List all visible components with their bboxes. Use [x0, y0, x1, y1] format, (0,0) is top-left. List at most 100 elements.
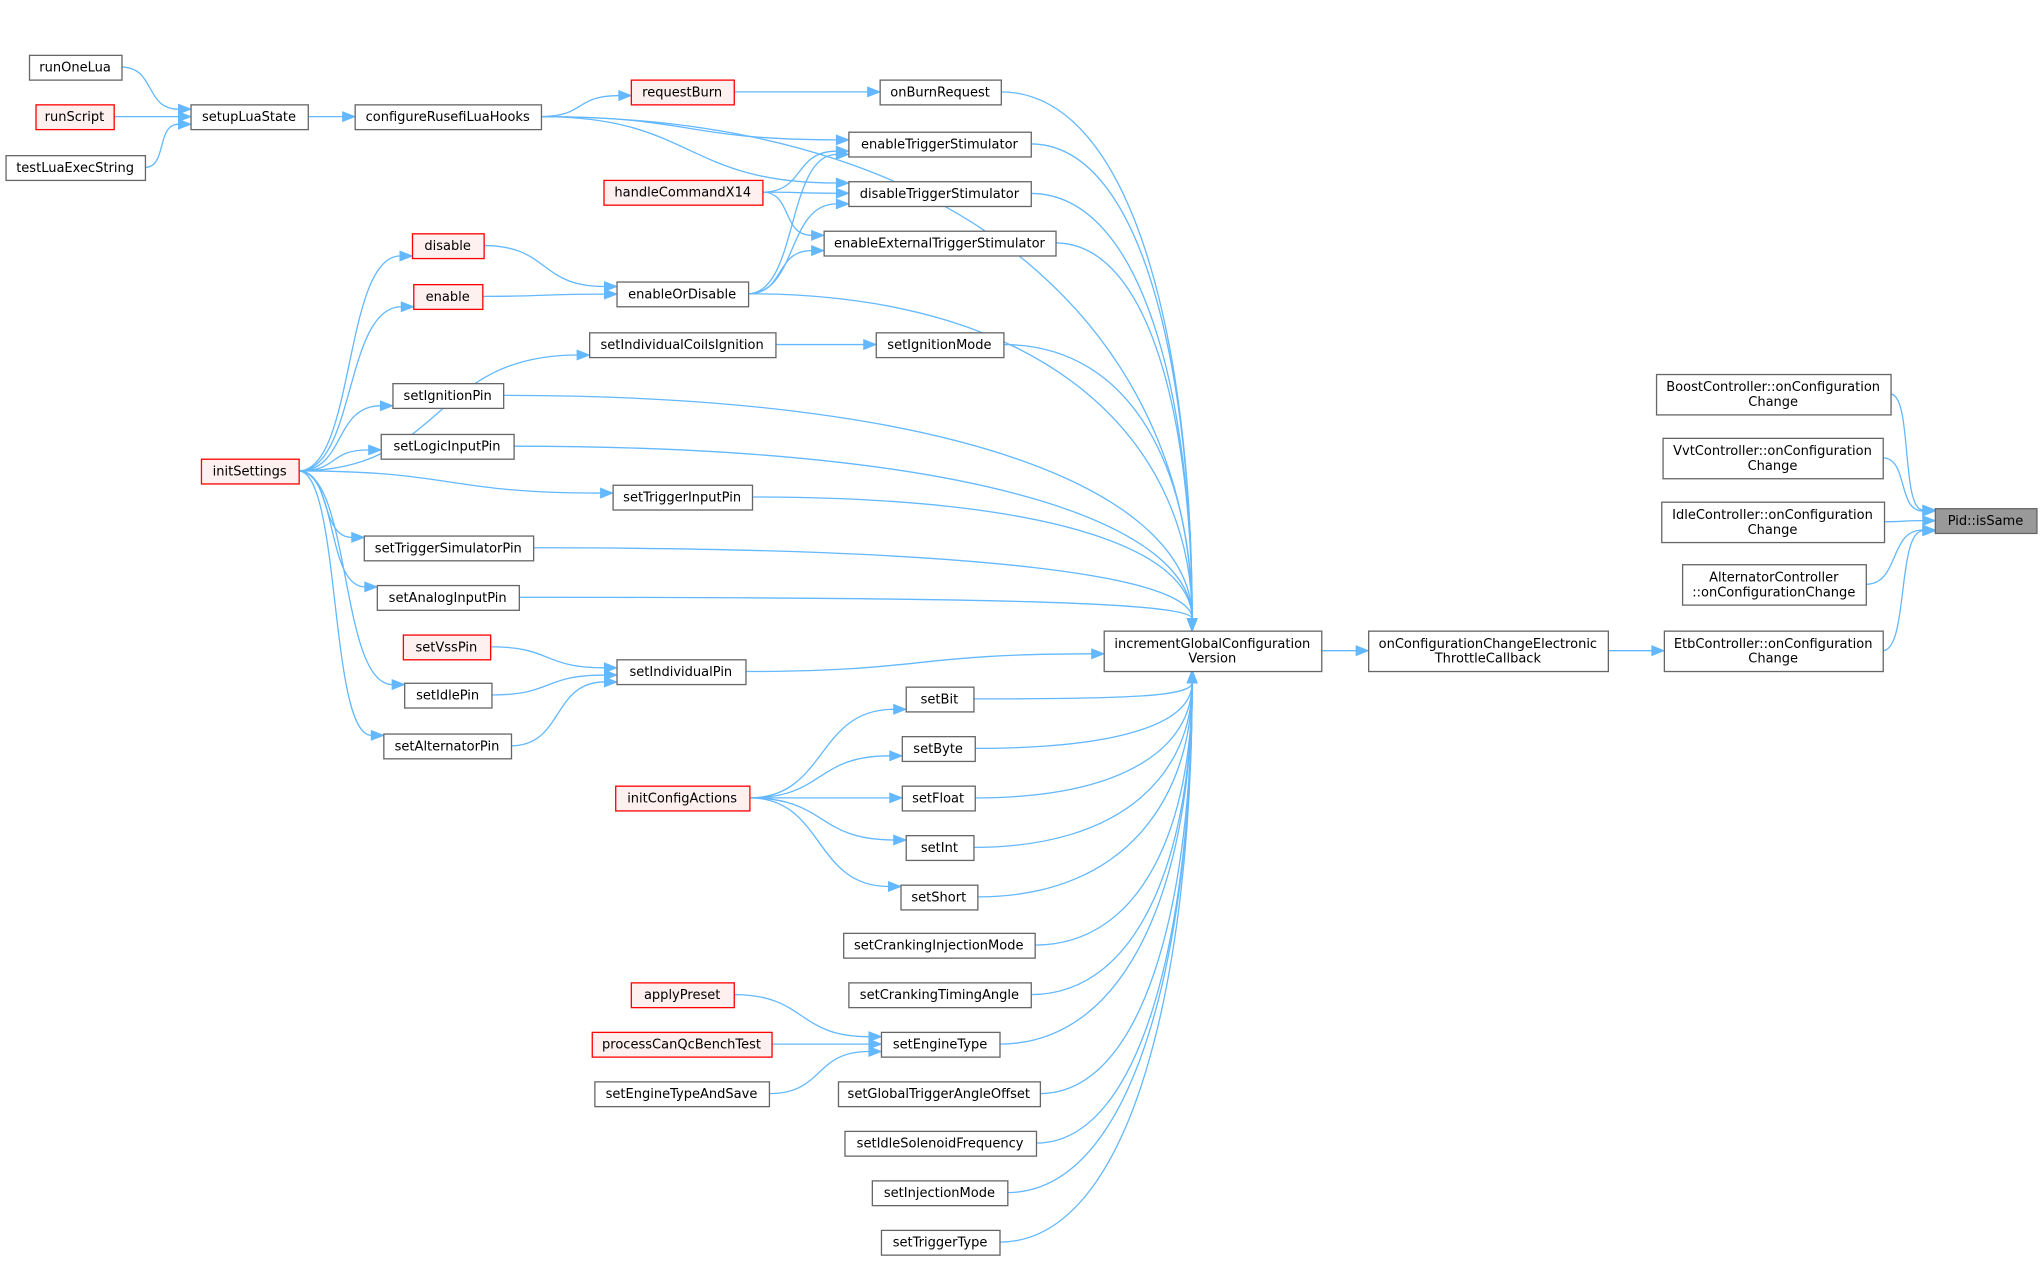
node-set-int[interactable]: setInt	[905, 835, 975, 862]
arrowhead-icon	[178, 118, 193, 130]
node-set-trigger-type[interactable]: setTriggerType	[880, 1229, 1001, 1256]
arrowhead-icon	[889, 750, 904, 762]
arrowhead-icon	[893, 834, 908, 846]
edge-line	[747, 293, 1193, 619]
edge-set-logic-input-pin-to-increment-global-configuration-version	[513, 445, 1198, 633]
node-disable-trigger-stimulator[interactable]: disableTriggerStimulator	[848, 181, 1032, 208]
edge-handle-command-x14-to-enable-trigger-stimulator	[762, 145, 851, 193]
node-label: VvtController::onConfiguration	[1673, 444, 1872, 459]
node-label: ThrottleCallback	[1434, 652, 1542, 667]
node-enable[interactable]: enable	[413, 283, 484, 311]
node-label: setTriggerInputPin	[623, 491, 741, 506]
edge-on-configuration-change-electronic-throttle-callback-to-etb-controller	[1607, 645, 1666, 657]
edge-set-alternator-pin-to-set-individual-pin	[510, 676, 619, 747]
node-pid-is-same[interactable]: Pid::isSame	[1934, 508, 2038, 535]
node-disable[interactable]: disable	[411, 233, 485, 260]
node-run-script[interactable]: runScript	[35, 104, 115, 131]
node-set-ignition-mode[interactable]: setIgnitionMode	[875, 332, 1005, 359]
node-init-settings[interactable]: initSettings	[200, 458, 300, 485]
edge-init-settings-to-set-idle-pin	[298, 470, 406, 691]
node-label: setEngineType	[893, 1038, 987, 1053]
node-set-cranking-timing-angle[interactable]: setCrankingTimingAngle	[848, 982, 1032, 1009]
node-alternator-controller[interactable]: AlternatorController::onConfigurationCha…	[1681, 564, 1867, 606]
node-box	[1661, 501, 1886, 544]
node-set-engine-type[interactable]: setEngineType	[880, 1031, 1001, 1058]
node-set-alternator-pin[interactable]: setAlternatorPin	[383, 733, 513, 760]
edge-line	[483, 244, 605, 288]
node-box	[35, 104, 115, 131]
arrowhead-icon	[835, 198, 851, 210]
node-enable-external-trigger-stimulator[interactable]: enableExternalTriggerStimulator	[823, 230, 1057, 257]
node-label: setCrankingInjectionMode	[854, 939, 1023, 954]
node-box	[848, 181, 1032, 208]
node-box	[875, 332, 1005, 359]
arrowhead-icon	[391, 679, 406, 691]
node-box	[848, 131, 1032, 158]
node-set-individual-coils-ignition[interactable]: setIndividualCoilsIgnition	[589, 332, 777, 359]
node-set-individual-pin[interactable]: setIndividualPin	[616, 659, 747, 686]
arrowhead-icon	[811, 229, 826, 241]
node-idle-controller[interactable]: IdleController::onConfigurationChange	[1661, 501, 1886, 544]
node-set-ignition-pin[interactable]: setIgnitionPin	[392, 382, 505, 410]
node-set-engine-type-and-save[interactable]: setEngineTypeAndSave	[594, 1081, 771, 1108]
node-set-bit[interactable]: setBit	[905, 686, 975, 713]
node-test-lua-exec-string[interactable]: testLuaExecString	[5, 155, 147, 182]
node-set-vss-pin[interactable]: setVssPin	[402, 634, 492, 661]
node-configure-rusefi-lua-hooks[interactable]: configureRusefiLuaHooks	[354, 104, 543, 131]
node-boost-controller[interactable]: BoostController::onConfigurationChange	[1655, 373, 1892, 416]
node-label: onConfigurationChangeElectronic	[1379, 637, 1597, 652]
node-set-float[interactable]: setFloat	[901, 785, 976, 812]
node-handle-command-x14[interactable]: handleCommandX14	[603, 179, 764, 206]
node-label: setupLuaState	[202, 110, 296, 125]
node-box	[880, 1229, 1001, 1256]
node-set-trigger-input-pin[interactable]: setTriggerInputPin	[612, 484, 754, 511]
node-set-injection-mode[interactable]: setInjectionMode	[871, 1180, 1009, 1207]
node-box	[1663, 630, 1884, 673]
node-init-config-actions[interactable]: initConfigActions	[615, 785, 751, 812]
node-set-analog-input-pin[interactable]: setAnalogInputPin	[376, 584, 520, 611]
node-set-idle-solenoid-frequency[interactable]: setIdleSolenoidFrequency	[844, 1130, 1038, 1157]
node-set-global-trigger-angle-offset[interactable]: setGlobalTriggerAngleOffset	[837, 1081, 1042, 1108]
arrowhead-icon	[868, 1038, 883, 1050]
node-enable-trigger-stimulator[interactable]: enableTriggerStimulator	[848, 131, 1032, 158]
node-label: disable	[424, 239, 471, 254]
node-label: setIgnitionMode	[887, 338, 991, 353]
node-label: onBurnRequest	[890, 85, 990, 100]
node-box	[1681, 564, 1867, 606]
node-label: Change	[1748, 459, 1798, 474]
node-request-burn[interactable]: requestBurn	[630, 79, 735, 106]
node-label: setAlternatorPin	[395, 739, 500, 754]
node-set-short[interactable]: setShort	[900, 884, 979, 911]
arrowhead-icon	[603, 669, 619, 681]
edge-init-config-actions-to-set-int	[749, 797, 908, 846]
node-etb-controller[interactable]: EtbController::onConfigurationChange	[1663, 630, 1884, 673]
edge-line	[298, 470, 393, 686]
node-set-cranking-injection-mode[interactable]: setCrankingInjectionMode	[843, 932, 1036, 959]
node-set-idle-pin[interactable]: setIdlePin	[404, 682, 493, 709]
edge-line	[298, 255, 401, 472]
node-enable-or-disable[interactable]: enableOrDisable	[616, 281, 750, 308]
node-apply-preset[interactable]: applyPreset	[630, 982, 735, 1009]
node-set-trigger-simulator-pin[interactable]: setTriggerSimulatorPin	[363, 535, 535, 562]
node-setup-lua-state[interactable]: setupLuaState	[190, 104, 309, 131]
edge-setup-lua-state-to-configure-rusefi-lua-hooks	[307, 111, 357, 123]
node-box	[404, 682, 493, 709]
arrowhead-icon	[364, 581, 379, 593]
arrowhead-icon	[1922, 505, 1937, 517]
node-set-logic-input-pin[interactable]: setLogicInputPin	[380, 433, 515, 460]
node-run-one-lua[interactable]: runOneLua	[28, 54, 123, 81]
edge-set-idle-solenoid-frequency-to-increment-global-configuration-version	[1035, 669, 1198, 1144]
edge-init-settings-to-set-individual-coils-ignition	[298, 349, 591, 472]
node-set-byte[interactable]: setByte	[901, 736, 976, 763]
node-label: setIndividualPin	[629, 665, 732, 680]
node-box	[612, 484, 754, 511]
edge-set-trigger-input-pin-to-increment-global-configuration-version	[751, 496, 1198, 633]
edge-set-analog-input-pin-to-increment-global-configuration-version	[518, 596, 1198, 633]
node-on-configuration-change-electronic-throttle-callback[interactable]: onConfigurationChangeElectronicThrottleC…	[1368, 630, 1610, 673]
arrowhead-icon	[893, 703, 908, 715]
node-on-burn-request[interactable]: onBurnRequest	[879, 79, 1002, 106]
node-vvt-controller[interactable]: VvtController::onConfigurationChange	[1662, 437, 1884, 480]
node-process-can-qc-bench-test[interactable]: processCanQcBenchTest	[591, 1031, 773, 1058]
arrowhead-icon	[178, 111, 193, 123]
